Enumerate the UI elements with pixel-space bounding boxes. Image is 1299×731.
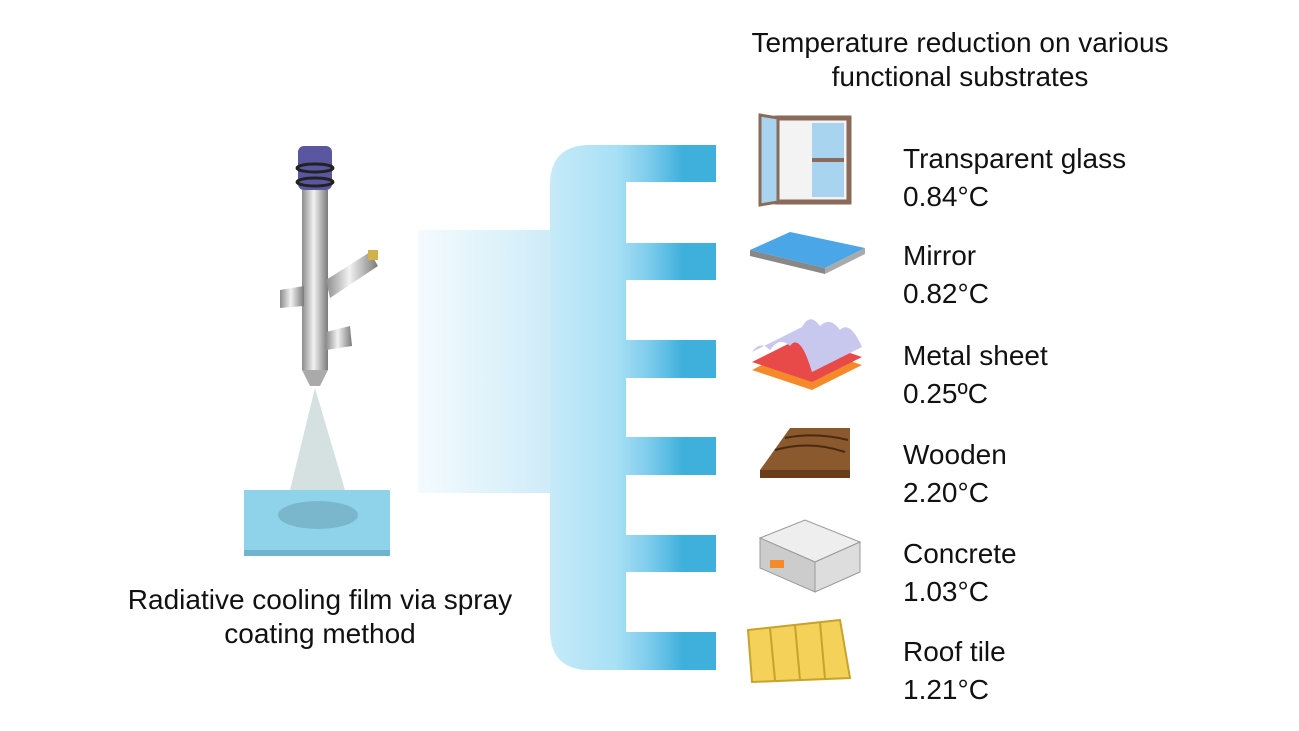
substrate-item: Wooden 2.20°C: [903, 436, 1007, 512]
substrate-item: Transparent glass 0.84°C: [903, 140, 1126, 216]
substrate-name: Metal sheet: [903, 340, 1048, 371]
substrate-name: Roof tile: [903, 636, 1006, 667]
substrate-name: Wooden: [903, 439, 1007, 470]
spray-caption: Radiative cooling film via spray coating…: [127, 584, 513, 649]
substrate-item: Concrete 1.03°C: [903, 535, 1017, 611]
substrate-item: Roof tile 1.21°C: [903, 633, 1006, 709]
comb-connector: [550, 145, 716, 670]
metal-sheet-icon: [752, 319, 862, 390]
substrates-title: Temperature reduction on various functio…: [751, 27, 1169, 92]
substrate-name: Mirror: [903, 240, 977, 271]
substrate-name: Transparent glass: [903, 143, 1127, 174]
film-connector: [418, 230, 558, 493]
substrate-item: Mirror 0.82°C: [903, 237, 989, 313]
spray-gun-icon: [280, 146, 378, 490]
concrete-icon: [758, 519, 862, 593]
substrate-value: 1.21°C: [903, 674, 989, 705]
wood-icon: [760, 428, 850, 478]
coated-substrate-icon: [244, 490, 390, 556]
roof-tile-icon: [746, 618, 852, 684]
substrate-value: 0.84°C: [903, 181, 989, 212]
substrate-item: Metal sheet 0.25ºC: [903, 337, 1048, 413]
substrate-name: Concrete: [903, 538, 1017, 569]
window-icon: [758, 113, 852, 207]
substrate-value: 1.03°C: [903, 576, 989, 607]
substrate-value: 2.20°C: [903, 477, 989, 508]
substrate-value: 0.82°C: [903, 278, 989, 309]
mirror-icon: [750, 232, 865, 274]
substrate-value: 0.25ºC: [903, 378, 988, 409]
